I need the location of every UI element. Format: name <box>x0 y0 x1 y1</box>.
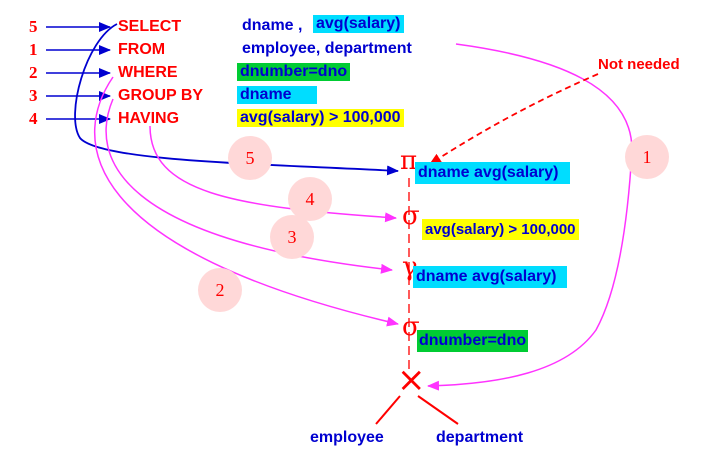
pi-symbol: π <box>400 146 418 176</box>
select-aggregate-highlight: avg(salary) <box>313 15 404 33</box>
from-tables: employee, department <box>242 40 412 57</box>
having-condition-highlight: avg(salary) > 100,000 <box>237 109 404 127</box>
order-number-select: 5 <box>29 17 38 36</box>
where-selection-label: dnumber=dno <box>417 330 529 352</box>
not-needed-label: Not needed <box>598 56 680 73</box>
having-selection-label: avg(salary) > 100,000 <box>422 219 579 240</box>
from-to-join-arrow <box>427 43 633 391</box>
step-circle-4: 4 <box>288 177 332 221</box>
step-circle-3: 3 <box>270 215 314 259</box>
keyword-select: SELECT <box>118 18 182 35</box>
keyword-where: WHERE <box>118 64 178 81</box>
keyword-from: FROM <box>118 41 166 58</box>
where-condition-highlight: dnumber=dno <box>237 63 351 81</box>
projection-label: dname avg(salary) <box>415 162 570 184</box>
order-number-from: 1 <box>29 40 38 59</box>
where-to-sigma-arrow <box>93 76 399 327</box>
keyword-groupby: GROUP BY <box>118 87 204 104</box>
keyword-having: HAVING <box>118 110 180 127</box>
join-branch-left <box>375 395 401 425</box>
step-circle-1: 1 <box>625 135 669 179</box>
leaf-department: department <box>436 429 524 446</box>
order-number-groupby: 3 <box>29 86 38 105</box>
sigma-having-symbol: σ <box>402 201 420 231</box>
sigma-where-symbol: σ <box>402 312 420 342</box>
join-branch-right <box>417 395 459 425</box>
having-to-sigma-arrow <box>149 125 397 223</box>
grouping-label: dname avg(salary) <box>413 266 567 288</box>
cartesian-product-icon: × <box>397 360 426 400</box>
order-number-having: 4 <box>29 109 38 128</box>
step-circle-5: 5 <box>228 136 272 180</box>
groupby-attribute-highlight: dname <box>237 86 317 104</box>
not-needed-arrow <box>429 73 599 165</box>
leaf-employee: employee <box>310 429 384 446</box>
select-attributes: dname , <box>242 17 303 34</box>
order-number-where: 2 <box>29 63 38 82</box>
step-circle-2: 2 <box>198 268 242 312</box>
